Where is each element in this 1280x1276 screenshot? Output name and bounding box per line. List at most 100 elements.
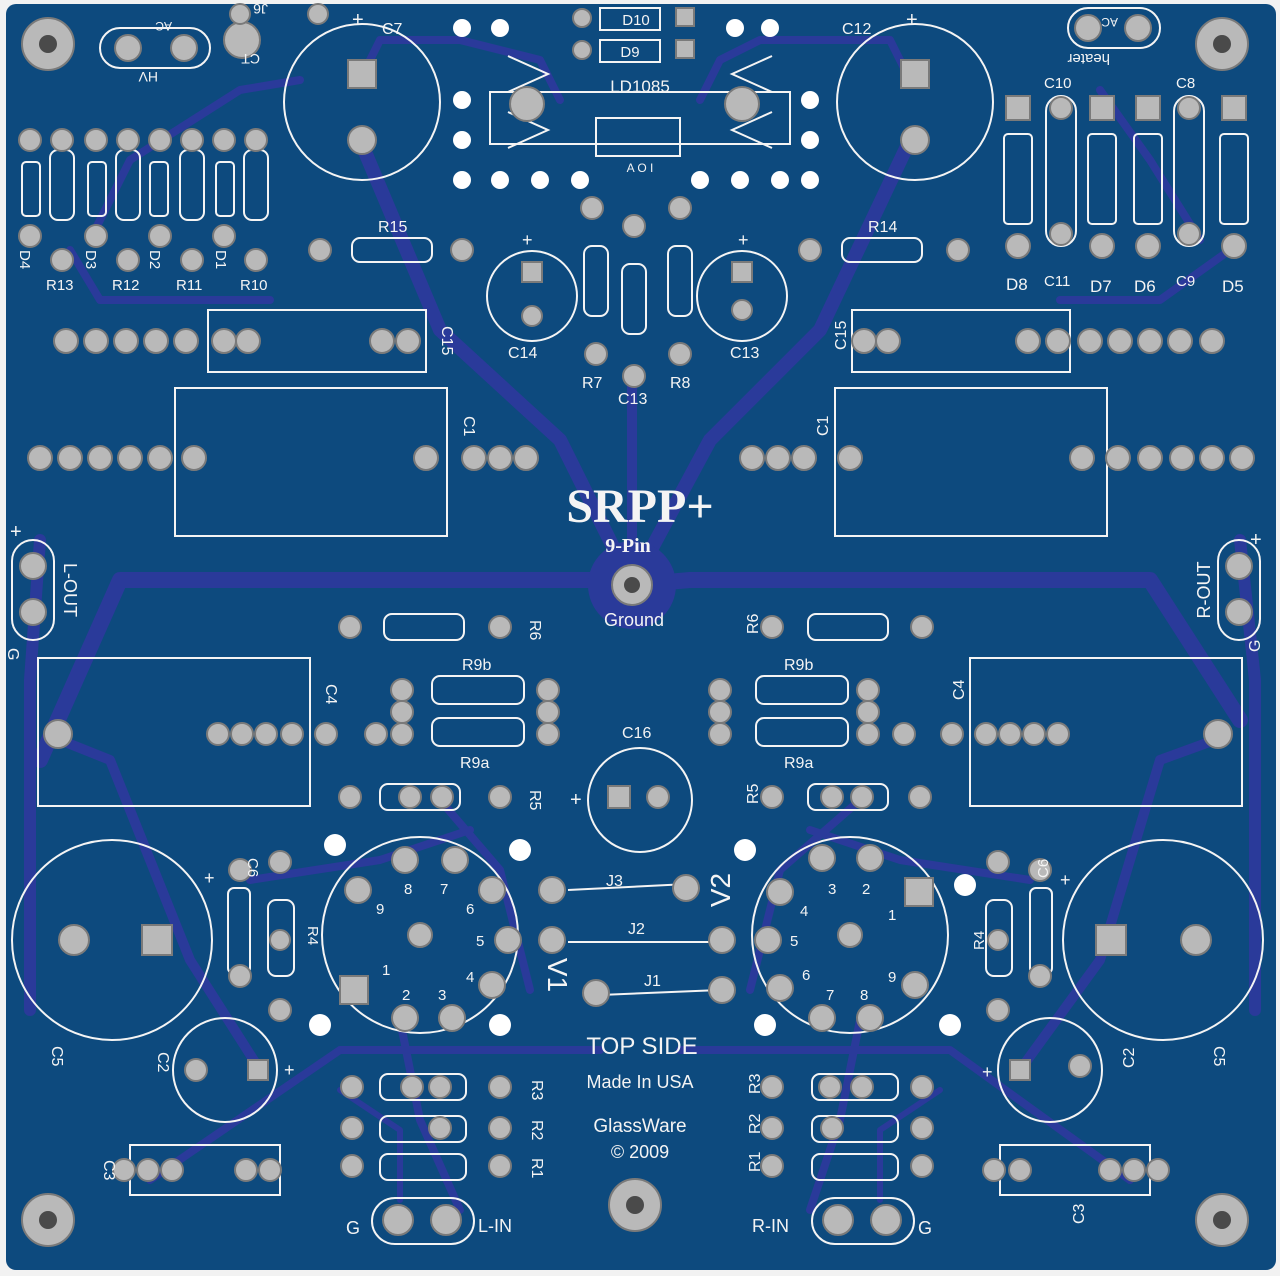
svg-text:R3: R3 <box>528 1080 545 1101</box>
svg-text:D4: D4 <box>16 250 33 269</box>
svg-text:3: 3 <box>438 987 446 1004</box>
svg-text:C14: C14 <box>508 345 537 362</box>
svg-text:C6: C6 <box>1035 859 1052 878</box>
svg-text:D7: D7 <box>1090 277 1112 296</box>
svg-text:C13: C13 <box>730 345 759 362</box>
l-in-ground: G <box>346 1218 360 1238</box>
svg-text:+: + <box>522 230 533 250</box>
regulator-pins-outline <box>595 117 681 157</box>
svg-text:+: + <box>906 9 918 31</box>
svg-text:6: 6 <box>802 967 810 984</box>
svg-text:C1: C1 <box>460 416 477 437</box>
r-out-label: R-OUT <box>1194 562 1214 619</box>
mount-hole-bottom-right <box>1195 1193 1249 1247</box>
svg-text:5: 5 <box>476 933 484 950</box>
cap-c5-right-outline <box>1062 839 1264 1041</box>
svg-text:9: 9 <box>888 969 896 986</box>
ac-left-label: AC <box>155 19 172 33</box>
svg-text:C16: C16 <box>622 725 651 742</box>
r-in-ground: G <box>918 1218 932 1238</box>
cap-c7-outline <box>283 23 441 181</box>
cap-c1-left-outline <box>174 387 448 537</box>
svg-text:C11: C11 <box>1044 273 1070 290</box>
mount-hole-top-right <box>1195 17 1249 71</box>
svg-text:R10: R10 <box>240 277 268 294</box>
svg-text:R9b: R9b <box>462 657 491 674</box>
svg-text:2: 2 <box>402 987 410 1004</box>
copper-traces <box>24 36 1261 1214</box>
svg-text:R6: R6 <box>526 620 543 641</box>
svg-text:C12: C12 <box>842 21 871 38</box>
v2-pin-numbers: 1 2 3 4 5 6 7 8 9 <box>790 881 896 1004</box>
svg-text:9: 9 <box>376 901 384 918</box>
svg-text:6: 6 <box>466 901 474 918</box>
ground-hole-center <box>588 541 676 629</box>
svg-text:R5: R5 <box>745 783 762 804</box>
j6-label: J6 <box>253 1 268 17</box>
copyright-label: © 2009 <box>611 1142 669 1162</box>
diode-d9-label: D9 <box>620 44 639 61</box>
svg-text:+: + <box>738 230 749 250</box>
cap-c13-outline <box>696 250 788 342</box>
svg-text:R9a: R9a <box>460 755 489 772</box>
svg-text:C4: C4 <box>951 679 968 700</box>
svg-text:D5: D5 <box>1222 277 1244 296</box>
svg-text:7: 7 <box>440 881 448 898</box>
svg-text:R8: R8 <box>670 375 691 392</box>
svg-text:C9: C9 <box>1176 273 1195 290</box>
svg-text:R15: R15 <box>378 219 407 236</box>
cap-c2-left-outline <box>172 1017 278 1123</box>
mount-hole-top-left <box>21 17 75 71</box>
cap-c14-outline <box>486 250 578 342</box>
l-out-label: L-OUT <box>60 563 80 617</box>
l-in-label: L-IN <box>478 1216 512 1236</box>
regulator-name: LD1085 <box>610 77 670 96</box>
svg-text:+: + <box>570 789 582 811</box>
conn-hv-outline <box>99 27 211 69</box>
conn-heater-outline <box>1067 7 1161 49</box>
mount-hole-bottom-left <box>21 1193 75 1247</box>
svg-text:C2: C2 <box>154 1052 171 1073</box>
svg-text:R4: R4 <box>304 926 321 945</box>
regulator-outline <box>489 91 791 145</box>
made-in-label: Made In USA <box>586 1072 693 1092</box>
svg-text:D8: D8 <box>1006 275 1028 294</box>
mount-hole-bottom-center <box>608 1178 662 1232</box>
maker-label: GlassWare <box>593 1116 686 1137</box>
svg-text:+: + <box>204 868 215 888</box>
svg-text:+: + <box>352 9 364 31</box>
svg-text:8: 8 <box>860 987 868 1004</box>
diode-d10-label: D10 <box>622 12 650 29</box>
svg-text:C8: C8 <box>1176 75 1195 92</box>
svg-text:J1: J1 <box>644 973 661 990</box>
svg-text:C15: C15 <box>438 326 455 355</box>
svg-text:5: 5 <box>790 933 798 950</box>
l-out-plus: + <box>10 521 22 543</box>
cap-c4-right-outline <box>969 657 1243 807</box>
svg-text:+: + <box>982 1062 993 1082</box>
ct-label: CT <box>241 51 260 67</box>
socket-v2-outline <box>751 836 949 1034</box>
r-in-label: R-IN <box>752 1216 789 1236</box>
svg-text:C5: C5 <box>48 1046 65 1067</box>
svg-text:7: 7 <box>826 987 834 1004</box>
cap-c5-left-outline <box>11 839 213 1041</box>
svg-text:C3: C3 <box>1071 1203 1088 1224</box>
resistor-bodies <box>21 95 1249 1181</box>
board-title: SRPP+ <box>566 480 713 533</box>
svg-text:C13: C13 <box>618 391 647 408</box>
cap-c4-left-outline <box>37 657 311 807</box>
svg-text:C1: C1 <box>815 415 832 436</box>
svg-text:R4: R4 <box>971 931 988 950</box>
ground-label: Ground <box>604 610 664 630</box>
svg-text:R9a: R9a <box>784 755 813 772</box>
tube-v2-label: V2 <box>705 873 736 907</box>
svg-text:R9b: R9b <box>784 657 813 674</box>
svg-text:J2: J2 <box>628 921 645 938</box>
svg-text:D6: D6 <box>1134 277 1156 296</box>
svg-text:C6: C6 <box>244 858 261 877</box>
tube-v1-label: V1 <box>542 958 573 992</box>
r-out-plus: + <box>1250 529 1262 551</box>
svg-text:D1: D1 <box>212 250 229 269</box>
